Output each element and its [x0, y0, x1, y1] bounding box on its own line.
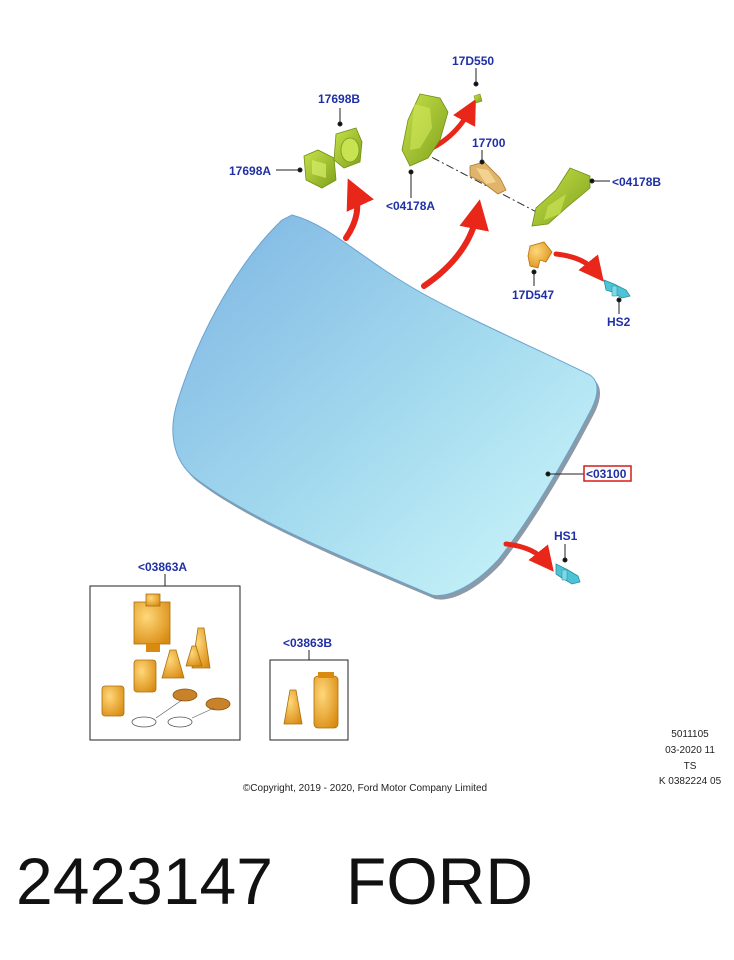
- drawing-info-block: 5011105 03-2020 11 TS K 0382224 05: [659, 729, 722, 787]
- callout-17D550[interactable]: 17D550: [452, 54, 494, 68]
- clip-17D547-icon[interactable]: [527, 241, 553, 269]
- callout-04178A[interactable]: <04178A: [386, 199, 435, 213]
- mirror-mount-17700-icon[interactable]: [469, 161, 507, 195]
- mirror-cover-04178B-icon[interactable]: [531, 167, 591, 227]
- drawing-info-line2: 03-2020 11: [665, 745, 715, 756]
- callout-HS2[interactable]: HS2: [607, 315, 631, 329]
- arrow-to-HS1: [503, 541, 554, 572]
- copyright-notice: ©Copyright, 2019 - 2020, Ford Motor Comp…: [243, 783, 487, 794]
- callout-03100[interactable]: <03100: [586, 467, 627, 481]
- drawing-info-line3: TS: [684, 761, 697, 772]
- repair-kit-03863A-icon[interactable]: [89, 585, 241, 741]
- callout-04178B[interactable]: <04178B: [612, 175, 661, 189]
- leader-lines: [164, 68, 622, 660]
- arrow-to-bracket-17700: [421, 199, 489, 289]
- clip-fastener-HS1-icon[interactable]: [555, 563, 581, 585]
- repair-kit-03863B-icon[interactable]: [269, 659, 349, 741]
- callout-03863B[interactable]: <03863B: [283, 636, 332, 650]
- drawing-info-line1: 5011105: [671, 729, 709, 740]
- footer-part-number: 2423147: [16, 844, 273, 918]
- arrow-to-HS2: [553, 251, 604, 282]
- windshield-glass-icon[interactable]: [172, 214, 600, 600]
- callout-03100-highlight-box: [583, 465, 632, 482]
- clip-fastener-HS2-icon[interactable]: [603, 279, 631, 299]
- callout-HS1[interactable]: HS1: [554, 529, 578, 543]
- callout-17698B[interactable]: 17698B: [318, 92, 360, 106]
- mirror-cover-17698B-icon[interactable]: [333, 127, 363, 169]
- assembly-arrows: [343, 98, 604, 572]
- mirror-bracket-17698A-icon[interactable]: [303, 149, 337, 189]
- callout-03863A[interactable]: <03863A: [138, 560, 187, 574]
- callout-17698A[interactable]: 17698A: [229, 164, 271, 178]
- arrow-to-mirror-cover: [343, 178, 374, 241]
- footer-brand: FORD: [346, 844, 533, 918]
- callout-17700[interactable]: 17700: [472, 136, 506, 150]
- drawing-info-line4: K 0382224 05: [659, 776, 722, 787]
- clip-17D550-icon[interactable]: [473, 93, 483, 104]
- mirror-cover-04178A-icon[interactable]: [401, 93, 449, 167]
- callout-17D547[interactable]: 17D547: [512, 288, 554, 302]
